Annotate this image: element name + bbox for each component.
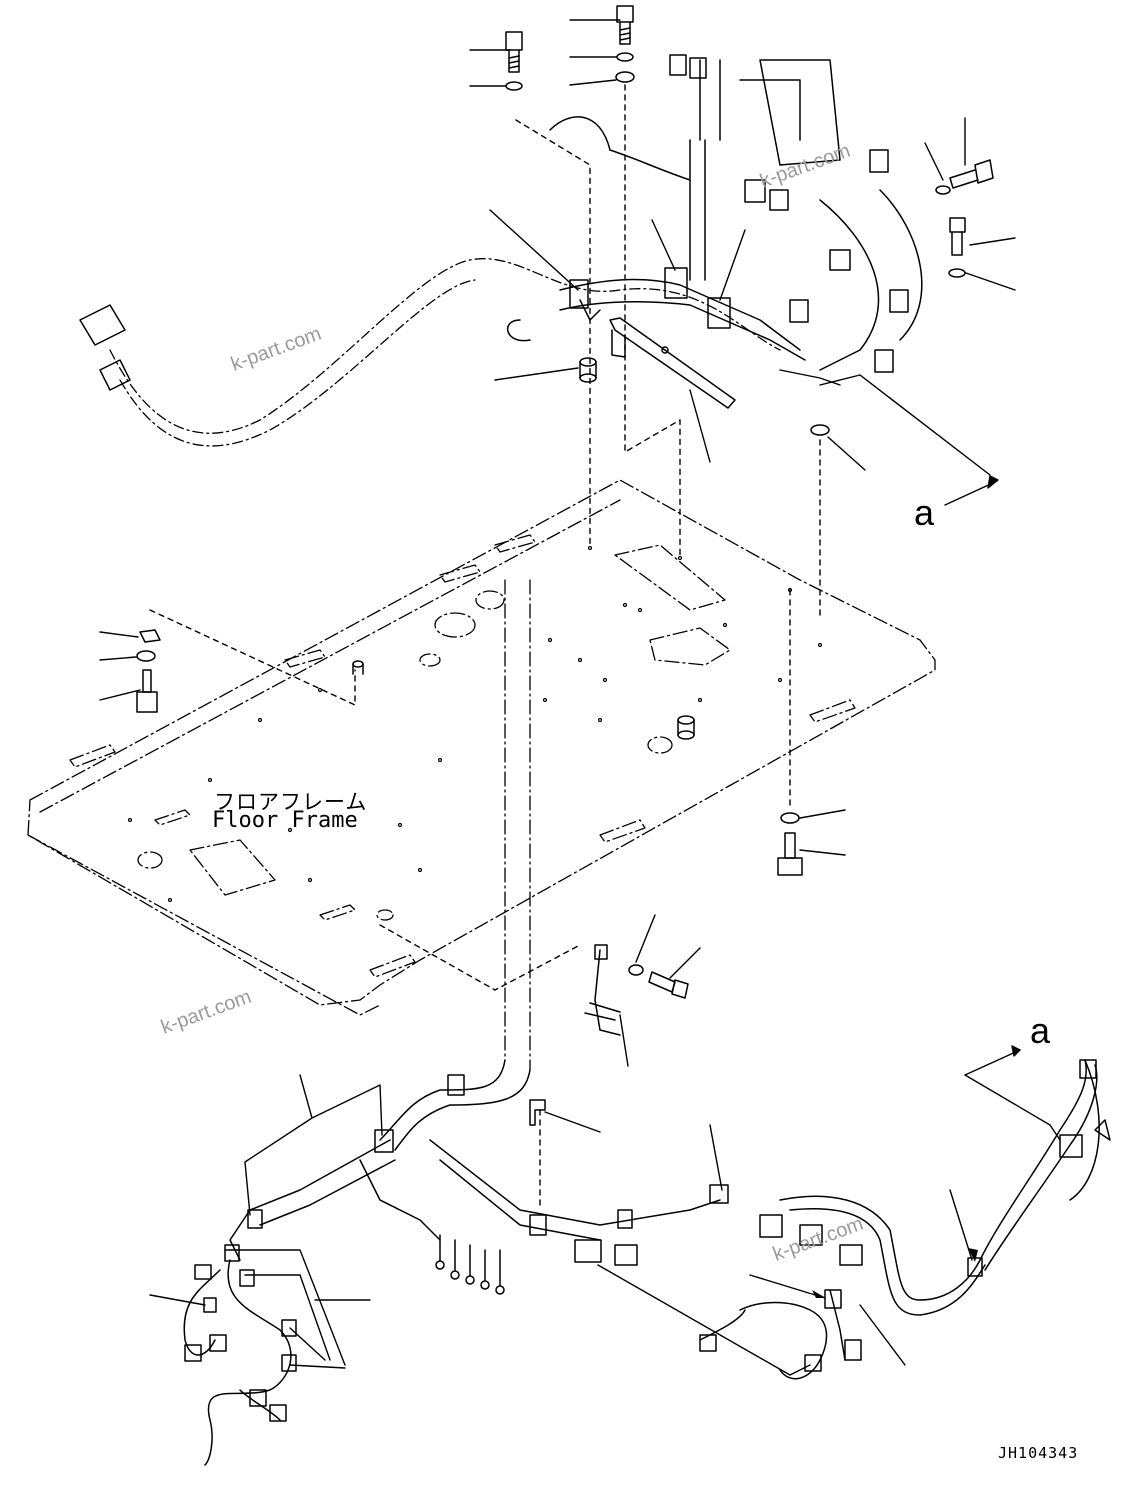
view-marker-a-top: a <box>914 492 935 533</box>
clip-left <box>139 629 161 643</box>
arrowheads <box>812 1248 978 1298</box>
washer-right-1 <box>935 185 951 195</box>
washer-left <box>136 650 156 662</box>
upper-harness-solid <box>79 54 923 391</box>
bolt-left <box>136 669 158 713</box>
bracket-lower <box>529 1099 546 1126</box>
bolt-floor-right <box>777 832 803 876</box>
washer-top-center-1 <box>616 52 634 62</box>
bolt-right-1 <box>949 159 994 189</box>
washer-top-left <box>505 81 523 91</box>
floor-frame-label-en: Floor Frame <box>212 808 358 833</box>
floor-boss <box>677 715 695 740</box>
spacer <box>579 357 597 383</box>
lower-harness <box>183 1059 1111 1466</box>
washer-mid-right <box>810 424 830 436</box>
drawing-code: JH104343 <box>998 1444 1079 1462</box>
bolt-ground <box>648 971 689 999</box>
bolt-top-center <box>616 5 634 45</box>
floor-holes <box>127 545 823 903</box>
washer-top-center-2 <box>615 71 635 83</box>
bolt-right-2 <box>949 217 966 256</box>
floor-frame <box>27 479 936 1071</box>
leader-lines <box>99 19 1061 1376</box>
bracket-upper <box>609 317 736 409</box>
view-marker-a-bottom: a <box>1030 1010 1051 1051</box>
ground-strap <box>584 944 621 1036</box>
washer-floor-right <box>780 812 800 824</box>
washer-right-2 <box>948 268 966 278</box>
floor-spacer <box>352 660 364 675</box>
washer-ground <box>628 964 644 976</box>
floor-frame-label-jp: フロアフレーム <box>214 791 368 814</box>
bolt-top-left <box>505 31 523 73</box>
upper-harness <box>109 258 781 447</box>
